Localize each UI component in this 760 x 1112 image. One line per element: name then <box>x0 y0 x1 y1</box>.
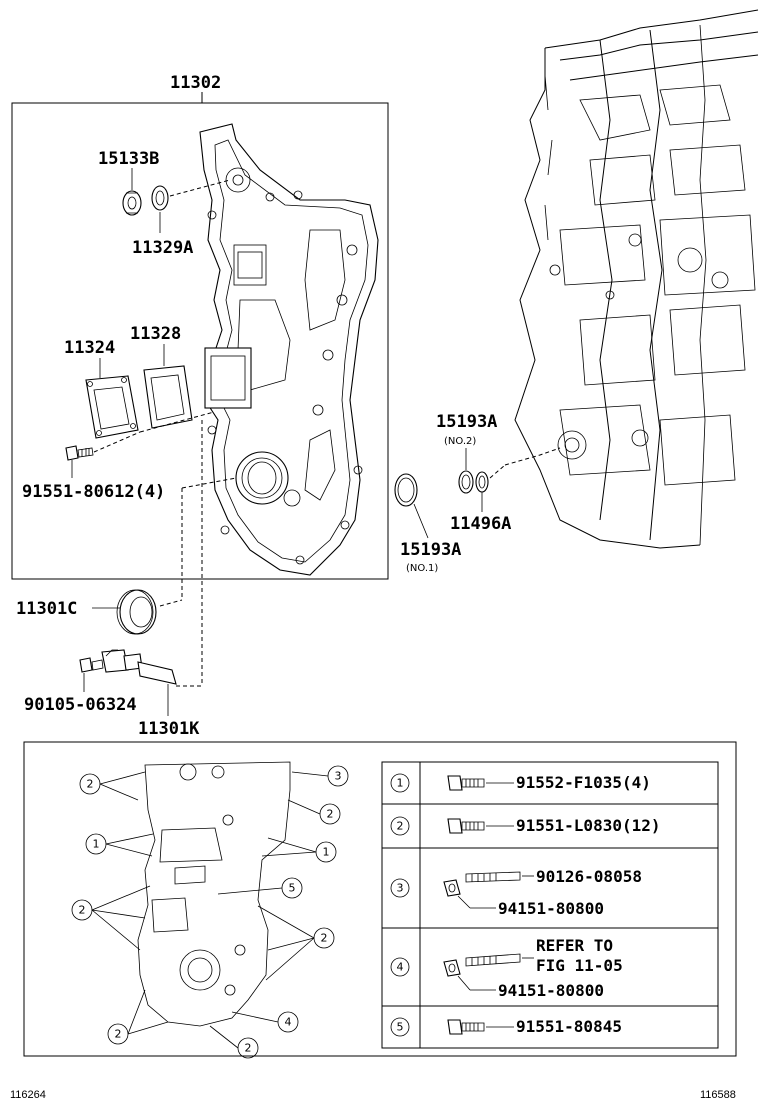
row-part-number: 90126-08058 <box>536 867 642 886</box>
bolt-table: 1 91552-F1035(4) 2 91551-L0830(12) <box>381 761 719 1049</box>
row-index-circle <box>390 957 410 977</box>
table-row: 3 90126-08058 94151-80800 <box>390 867 642 918</box>
stud-bolt-icon <box>465 871 521 883</box>
assembly-label: 11302 <box>170 73 221 93</box>
bolt-dash-line <box>93 431 141 453</box>
flange-bolt-icon <box>447 775 485 791</box>
marker-label: 5 <box>289 882 296 895</box>
cover-plate-part <box>85 375 139 439</box>
table-row: 2 91551-L0830(12) <box>390 816 661 836</box>
cover-bolt-part <box>65 445 94 461</box>
oil-seal-part <box>116 589 157 635</box>
marker-label: 3 <box>335 770 342 783</box>
plug-dash-line <box>169 179 231 197</box>
table-row: 1 91552-F1035(4) <box>390 773 651 793</box>
row-index: 2 <box>397 820 404 833</box>
row-refer-text: FIG 11-05 <box>536 956 623 975</box>
flange-bolt-icon <box>447 1019 485 1035</box>
plug-part <box>122 190 142 216</box>
callout-oring-no2: 15193A <box>436 412 497 432</box>
marker-2-bottom-left <box>107 1023 129 1045</box>
row-index-circle <box>390 773 410 793</box>
timing-chain-cover <box>199 123 379 576</box>
marker-label: 1 <box>323 846 330 859</box>
callout-bolt-sensor: 90105-06324 <box>24 695 137 715</box>
nut-icon <box>443 879 461 897</box>
detail-box <box>23 741 737 1057</box>
row-refer-text: REFER TO <box>536 936 613 955</box>
callout-oring-no2-note: (NO.2) <box>444 436 476 447</box>
callout-bolt-cover: 91551-80612(4) <box>22 482 165 502</box>
oring-no2-part <box>458 470 474 494</box>
detail-cover-outline <box>137 761 291 1027</box>
row-index-circle <box>390 878 410 898</box>
sensor-part <box>101 649 177 685</box>
stud-bolt-icon <box>465 953 521 967</box>
callout-oring-no1-note: (NO.1) <box>406 563 438 574</box>
callout-sensor: 11301K <box>138 719 200 739</box>
callout-oil-seal: 11301C <box>16 599 77 619</box>
detail-markers: 2 3 2 1 1 2 5 2 4 2 <box>71 765 349 1059</box>
marker-label: 1 <box>93 838 100 851</box>
seal-dash-end <box>159 599 183 607</box>
nut-icon <box>443 959 461 977</box>
oring-no1-leader <box>413 503 429 539</box>
table-row: 4 REFER TO FIG 11-05 94151-80800 <box>390 936 623 1000</box>
table-row: 5 91551-80845 <box>390 1017 622 1037</box>
oring-11496a-part <box>475 471 489 493</box>
cover-gasket-part <box>143 365 193 429</box>
marker-label: 4 <box>285 1016 292 1029</box>
flange-bolt-icon <box>447 818 485 834</box>
row-part-number: 91551-80845 <box>516 1017 622 1036</box>
marker-label: 2 <box>87 778 94 791</box>
row-index: 4 <box>397 961 404 974</box>
marker-label: 2 <box>321 932 328 945</box>
row-part-number: 94151-80800 <box>498 899 604 918</box>
engine-block-illustration <box>489 9 759 549</box>
row-index-circle <box>390 1017 410 1037</box>
callout-cover-gasket: 11328 <box>130 324 181 344</box>
footer-left-code: 116264 <box>10 1089 46 1101</box>
plug-gasket-part <box>151 185 169 211</box>
sensor-bolt-part <box>79 657 104 673</box>
row-part-number: 94151-80800 <box>498 981 604 1000</box>
row-index: 3 <box>397 882 404 895</box>
footer-right-code: 116588 <box>700 1089 736 1101</box>
callout-cover-plate: 11324 <box>64 338 115 358</box>
callout-plug-gasket: 11329A <box>132 238 193 258</box>
marker-label: 2 <box>115 1028 122 1041</box>
callout-oring-2: 11496A <box>450 514 511 534</box>
cover-dash-line <box>139 411 215 433</box>
marker-label: 2 <box>327 808 334 821</box>
row-index-circle <box>390 816 410 836</box>
row-index: 1 <box>397 777 404 790</box>
seal-dash-top <box>181 477 237 489</box>
row-part-number: 91552-F1035(4) <box>516 773 651 792</box>
callout-plug: 15133B <box>98 149 159 169</box>
oring-no1-part <box>394 473 418 507</box>
callout-oring-no1: 15193A <box>400 540 461 560</box>
marker-label: 2 <box>79 904 86 917</box>
assembly-box <box>11 102 389 580</box>
row-part-number: 91551-L0830(12) <box>516 816 661 835</box>
row-index: 5 <box>397 1021 404 1034</box>
marker-label: 2 <box>245 1042 252 1055</box>
